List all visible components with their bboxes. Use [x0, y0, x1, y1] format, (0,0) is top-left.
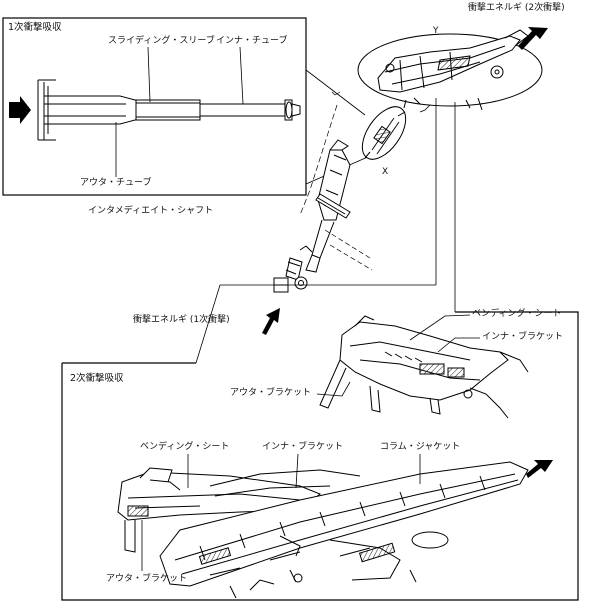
detail-x-callout	[361, 106, 407, 160]
primary-absorption-box	[2, 17, 307, 196]
inner-tube-label: インナ・チューブ	[216, 36, 288, 46]
view-x-label: X	[382, 167, 389, 177]
impact-arrow-left	[9, 96, 31, 124]
box2-leader-lines	[141, 453, 421, 571]
primary-absorption-title: 1次衝撃吸収	[8, 22, 62, 33]
steering-column-assembly	[273, 91, 373, 293]
detail-y-callout	[357, 29, 543, 111]
energy-secondary-label: 衝撃エネルギ (2次衝撃)	[468, 3, 565, 13]
sliding-sleeve-label: スライディング・スリーブ	[108, 36, 215, 46]
impact-arrow-primary	[262, 308, 280, 335]
secondary-absorption-title: 2次衝撃吸収	[70, 373, 124, 384]
mid-outer-bracket-label: アウタ・ブラケット	[230, 388, 312, 398]
outer-tube-label: アウタ・チューブ	[80, 178, 152, 188]
box2-connector-lines	[195, 98, 456, 364]
intermediate-shaft-label: インタメディエイト・シャフト	[88, 206, 214, 216]
view-y-label: Y	[433, 26, 439, 36]
box2-inner-bracket-label: インナ・ブラケット	[262, 442, 344, 452]
secondary-absorption-box	[61, 311, 579, 601]
mid-inner-bracket-label: インナ・ブラケット	[482, 332, 564, 342]
impact-arrow-box2	[526, 460, 553, 478]
box2-bending-sheet-label: ベンディング・シート	[140, 442, 230, 452]
impact-arrow-upper-right	[518, 27, 548, 50]
intermediate-shaft-cutaway	[37, 79, 301, 141]
bracket-assembly-view	[319, 315, 529, 419]
energy-primary-label: 衝撃エネルギ (1次衝撃)	[133, 315, 230, 325]
mid-leader-lines	[316, 314, 480, 397]
box2-column-jacket-label: コラム・ジャケット	[380, 442, 461, 452]
box2-outer-bracket-label: アウタ・ブラケット	[106, 574, 188, 584]
box1-leader-lines	[115, 46, 244, 177]
mid-bending-sheet-label: ベンディング・シート	[472, 309, 562, 319]
column-jacket-assembly	[117, 461, 529, 599]
